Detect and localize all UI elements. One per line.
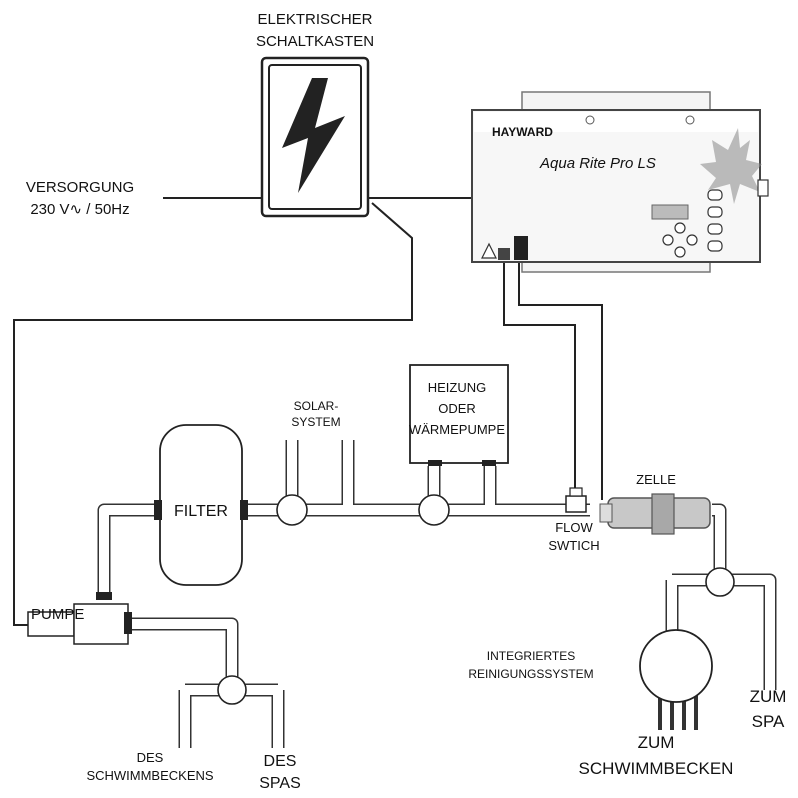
pumpe-label: PUMPE bbox=[31, 606, 84, 623]
suction-valve bbox=[217, 675, 247, 705]
pipe-segment bbox=[97, 503, 160, 592]
return-valve bbox=[705, 567, 735, 597]
valves bbox=[217, 494, 735, 705]
lightning-bolt-icon bbox=[282, 78, 345, 193]
heizung-label-3: WÄRMEPUMPE bbox=[409, 422, 505, 437]
warning-icon bbox=[481, 242, 497, 259]
heizung-label-1: HEIZUNG bbox=[428, 380, 487, 395]
pump-power-wire bbox=[13, 202, 413, 626]
pipe-segment-inner bbox=[672, 575, 775, 690]
flow-label-1: FLOW bbox=[555, 520, 593, 535]
pipe-segment bbox=[128, 617, 239, 690]
solar-label-1: SOLAR- bbox=[294, 399, 339, 413]
solar-label-2: SYSTEM bbox=[291, 415, 340, 429]
reinigung-label-1: INTEGRIERTES bbox=[487, 649, 575, 663]
reinigung-label-2: REINIGUNGSSYSTEM bbox=[468, 667, 593, 681]
cell-wire bbox=[518, 262, 603, 500]
pipe-segment-inner bbox=[128, 619, 237, 690]
versorgung-label-1: VERSORGUNG bbox=[26, 179, 134, 196]
flow-label-2: SWTICH bbox=[548, 538, 599, 553]
aqua-rite-controller: HAYWARD Aqua Rite Pro LS bbox=[471, 91, 769, 273]
pipe-segment-inner bbox=[99, 505, 160, 592]
electrical-wiring bbox=[13, 197, 603, 626]
zelle-label: ZELLE bbox=[636, 472, 676, 487]
des-spas-label-1: DES bbox=[264, 753, 297, 770]
zum-spa-label-2: SPA bbox=[752, 712, 785, 731]
flow-switch bbox=[565, 487, 587, 513]
schaltkasten-label-2: SCHALTKASTEN bbox=[256, 33, 374, 50]
salt-cell bbox=[599, 493, 711, 535]
versorgung-label-2: 230 V∿ / 50Hz bbox=[30, 201, 129, 218]
pipe-segment-inner bbox=[712, 505, 725, 580]
heater-box bbox=[409, 364, 509, 466]
pump bbox=[27, 592, 132, 645]
des-spas-label-2: SPAS bbox=[259, 775, 301, 792]
heizung-label-2: ODER bbox=[438, 401, 476, 416]
electrical-switch-box bbox=[260, 56, 370, 218]
filter-label: FILTER bbox=[174, 503, 228, 520]
schaltkasten-label-1: ELEKTRISCHER bbox=[257, 11, 372, 28]
heater-valve bbox=[418, 494, 450, 526]
zum-schwimm-label-2: SCHWIMMBECKEN bbox=[579, 759, 734, 778]
zum-schwimm-label-1: ZUM bbox=[638, 733, 675, 752]
zum-spa-label-1: ZUM bbox=[750, 687, 787, 706]
controller-product: Aqua Rite Pro LS bbox=[539, 155, 656, 172]
flow-switch-wire bbox=[503, 262, 576, 498]
controller-buttons bbox=[662, 189, 723, 258]
labels: ELEKTRISCHER SCHALTKASTEN VERSORGUNG 230… bbox=[26, 11, 787, 792]
des-schwimm-label-1: DES bbox=[137, 750, 164, 765]
maple-leaf-icon bbox=[700, 128, 762, 204]
solar-valve bbox=[276, 494, 308, 526]
cleaning-system bbox=[639, 629, 713, 730]
des-schwimm-label-2: SCHWIMMBECKENS bbox=[86, 768, 213, 783]
controller-brand: HAYWARD bbox=[492, 125, 553, 139]
